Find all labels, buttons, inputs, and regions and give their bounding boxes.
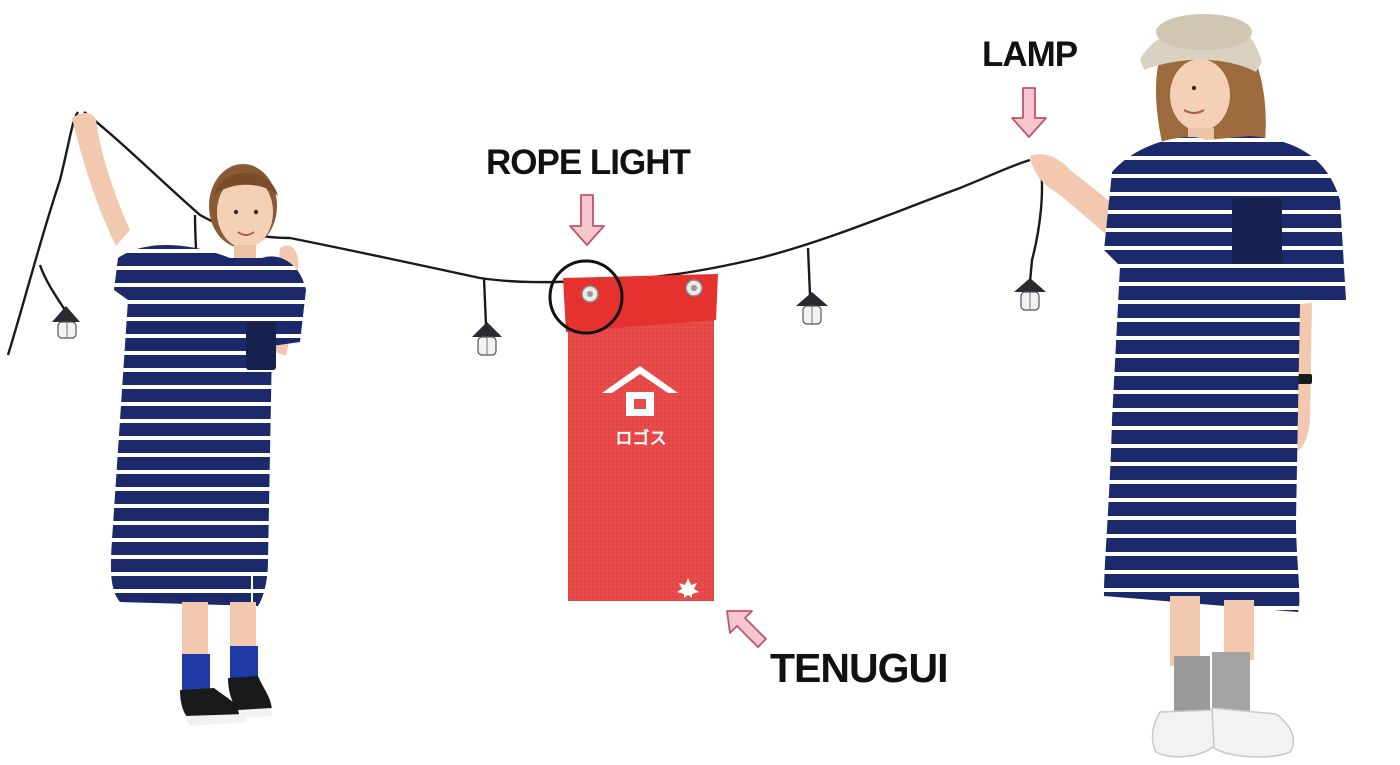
- woman-figure: [1030, 14, 1346, 758]
- maple-leaf-icon: [677, 578, 699, 598]
- tenugui-label: TENUGUI: [770, 645, 948, 691]
- arrow-up-left-tenugui-icon: [726, 610, 767, 648]
- lamp-4: [796, 292, 828, 325]
- logos-logo-mark: [602, 366, 678, 416]
- rope-light-label: ROPE LIGHT: [486, 143, 691, 182]
- rope-light-highlight-circle: [548, 259, 624, 335]
- tenugui-towel: [563, 274, 718, 601]
- lamp-1: [52, 306, 80, 339]
- lamp-label: LAMP: [982, 35, 1078, 74]
- arrow-down-rope-light-icon: [569, 194, 605, 246]
- arrow-down-lamp-icon: [1011, 87, 1047, 138]
- towel-brand-text: ロゴス: [615, 428, 666, 449]
- girl-figure: [72, 113, 306, 726]
- lamp-5: [1014, 278, 1046, 311]
- lamp-3: [472, 322, 502, 356]
